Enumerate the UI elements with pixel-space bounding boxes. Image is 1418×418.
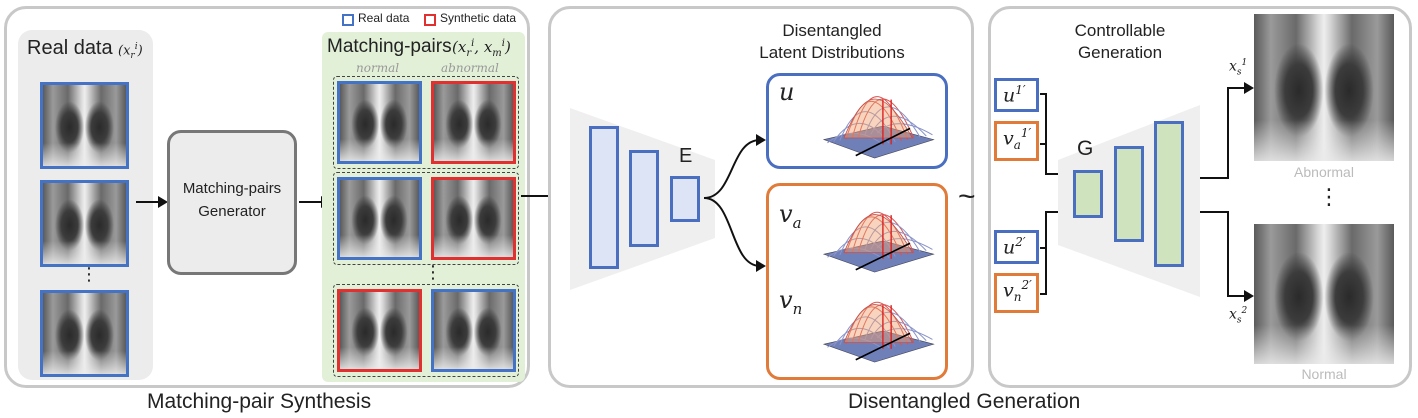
- section-caption-generation: Disentangled Generation: [848, 390, 1081, 413]
- real-xray-1: [40, 82, 129, 169]
- pairs-ellipsis: ⋮: [424, 262, 442, 282]
- abnormal-caption: Abnormal: [1294, 164, 1354, 180]
- code-u1-box: u1′: [994, 78, 1039, 112]
- real-data-label: Real data: [27, 37, 113, 59]
- output-abnormal-xray: [1254, 14, 1394, 161]
- legend-synthetic-label: Synthetic data: [440, 11, 517, 25]
- matching-pairs-symbol: (xri, xmi): [452, 38, 511, 59]
- output-normal-xray: [1254, 224, 1394, 364]
- pair-row-1: [333, 76, 519, 169]
- decoder-label: G: [1077, 137, 1094, 160]
- gaussian-surface-plot: [822, 96, 935, 159]
- tilde-symbol: ~: [958, 180, 976, 213]
- code-u2-box: u2′: [994, 230, 1039, 264]
- normal-label: normal: [356, 61, 400, 75]
- decoder-layer-2: [1114, 146, 1144, 242]
- abnormal-label: abnormal: [441, 61, 499, 75]
- decoder-layer-1: [1073, 170, 1103, 218]
- xs1-label: xs1: [1229, 58, 1248, 78]
- normal-caption: Normal: [1301, 366, 1347, 382]
- latent-vn-label: vn: [779, 286, 803, 318]
- matching-pairs-label: Matching-pairs: [327, 36, 452, 57]
- pair-row-3: [333, 284, 519, 377]
- gaussian-surface-plot: [822, 211, 935, 273]
- legend-real-swatch: [342, 14, 354, 26]
- gaussian-surface-plot: [822, 301, 935, 363]
- encoder-layer-3: [670, 176, 700, 222]
- pair1-real-xray: [337, 81, 422, 164]
- code-vn2-box: vn2′: [994, 273, 1039, 313]
- latent-u-label: u: [779, 78, 795, 106]
- xs2-label: xs2: [1229, 306, 1248, 326]
- pair3-synthetic-xray: [337, 289, 422, 372]
- encoder-layer-1: [589, 126, 619, 269]
- output-arrows: [1200, 82, 1254, 302]
- generator-label-1: Matching-pairs: [182, 180, 282, 197]
- disentangled-title-2: Latent Distributions: [759, 43, 905, 62]
- section-caption-synthesis: Matching-pair Synthesis: [147, 390, 372, 413]
- controllable-title-2: Generation: [1077, 43, 1163, 62]
- generator-label-2: Generator: [198, 203, 266, 220]
- legend-synthetic-swatch: [424, 14, 436, 26]
- matching-pairs-generator-box: [167, 130, 297, 275]
- real-data-symbol: (xri): [118, 42, 143, 61]
- arrow-icon: [136, 196, 168, 208]
- output-ellipsis: ⋮: [1318, 184, 1340, 209]
- legend-real-label: Real data: [358, 11, 410, 25]
- pair2-real-xray: [337, 177, 422, 260]
- disentangled-title-1: Disentangled: [782, 21, 882, 40]
- real-xray-2: [40, 180, 129, 267]
- latent-va-label: va: [779, 200, 802, 232]
- pair3-real-xray: [431, 289, 516, 372]
- pair-row-2: [333, 172, 519, 265]
- decoder-layer-3: [1154, 121, 1184, 267]
- encoder-layer-2: [629, 150, 659, 247]
- branch-arrows: [703, 134, 766, 272]
- code-va1-box: va1′: [994, 121, 1039, 161]
- real-ellipsis: ⋮: [80, 264, 98, 284]
- pair2-synthetic-xray: [431, 177, 516, 260]
- controllable-title-1: Controllable: [1074, 21, 1166, 40]
- pair1-synthetic-xray: [431, 81, 516, 164]
- encoder-label: E: [679, 145, 693, 167]
- real-xray-3: [40, 290, 129, 377]
